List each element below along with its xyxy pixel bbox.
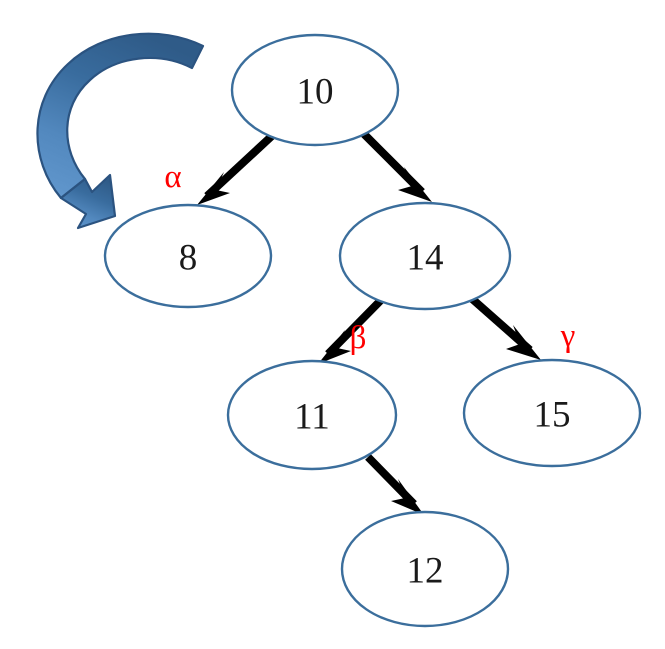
rotate-arrow-icon (36, 32, 205, 230)
edge-10-to-8 (197, 131, 277, 205)
node-11-ellipse[interactable] (226, 359, 398, 471)
edge-10-to-14 (360, 130, 432, 202)
node-10-ellipse[interactable] (230, 33, 400, 147)
node-12-ellipse[interactable] (340, 510, 510, 628)
node-10[interactable]: 10 (230, 33, 400, 147)
node-14-label: 14 (407, 238, 444, 279)
edge-14-to-15 (467, 294, 541, 360)
edge-14-to-11 (318, 295, 386, 364)
node-15-label: 15 (534, 395, 571, 436)
node-12[interactable]: 12 (340, 510, 510, 628)
edge-label-gamma: γ (560, 318, 576, 354)
edge-label-beta: β (350, 320, 367, 356)
node-11-label: 11 (294, 397, 330, 438)
edge-11-to-12 (365, 454, 424, 515)
node-8-label: 8 (179, 238, 198, 279)
node-10-label: 10 (297, 72, 334, 113)
node-14-ellipse[interactable] (338, 201, 512, 311)
node-11[interactable]: 11 (226, 359, 398, 471)
node-15[interactable]: 15 (462, 358, 642, 468)
node-14[interactable]: 14 (338, 201, 512, 311)
node-8[interactable]: 8 (103, 203, 273, 309)
edge-label-alpha: α (164, 159, 181, 195)
node-8-ellipse[interactable] (103, 203, 273, 309)
node-15-ellipse[interactable] (462, 358, 642, 468)
node-12-label: 12 (407, 551, 444, 592)
